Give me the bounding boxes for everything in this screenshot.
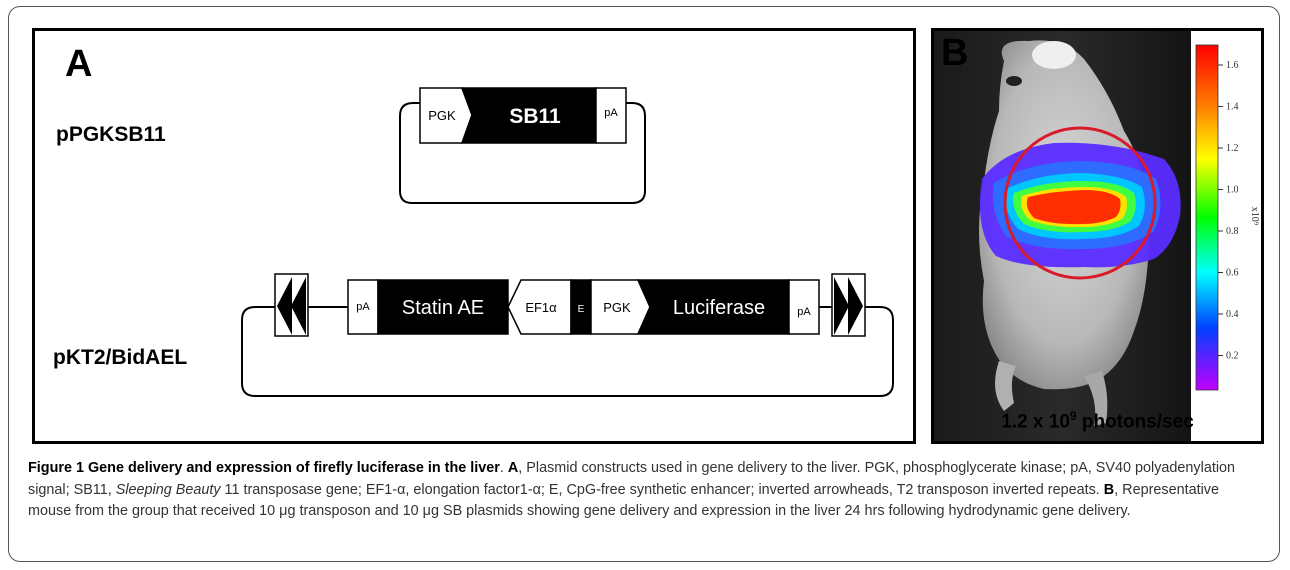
- plasmid-1-backbone: [399, 102, 646, 204]
- mouse-ear: [1032, 41, 1076, 69]
- pgk-label: PGK: [428, 108, 456, 123]
- sb11-gene-block: [460, 87, 597, 144]
- panel-b: B: [931, 28, 1264, 444]
- polya-block: [595, 87, 627, 144]
- left-arrowhead-icon: [277, 277, 292, 335]
- photons-exponent: 9: [1069, 409, 1077, 423]
- enhancer-label: E: [578, 304, 585, 315]
- scale-unit: x10⁹: [1249, 207, 1260, 226]
- caption-a-italic: Sleeping Beauty: [115, 481, 221, 498]
- plasmid-2-name: pKT2/BidAEL: [53, 346, 188, 369]
- statin-ae-label: Statin AE: [402, 297, 484, 319]
- photons-unit: photons/sec: [1076, 411, 1194, 433]
- panel-a: A pPGKSB11 pKT2/BidAEL PGK SB11 pA pA St…: [32, 28, 916, 444]
- scale-tick-label: 0.6: [1226, 268, 1239, 279]
- plasmid-1-name: pPGKSB11: [56, 123, 166, 146]
- left-arrowhead-icon: [291, 277, 306, 335]
- caption-a-letter: A: [507, 460, 519, 476]
- photons-value: 1.2 x 10: [1001, 411, 1070, 433]
- figure-frame: [8, 6, 1280, 562]
- mouse-paw-left: [995, 361, 1016, 411]
- scale-ticks: 1.6 1.4 1.2 1.0 0.8 0.6 0.4 0.2: [1218, 60, 1239, 362]
- figure-caption: Figure 1 Gene delivery and expression of…: [28, 458, 1264, 523]
- scale-tick-label: 0.2: [1226, 351, 1239, 362]
- bioluminescence-image: 1.6 1.4 1.2 1.0 0.8 0.6 0.4 0.2 x10⁹: [934, 31, 1260, 441]
- caption-b-letter: B: [1103, 481, 1115, 498]
- pgk-right-label: PGK: [603, 300, 631, 315]
- caption-title-end: .: [499, 460, 508, 476]
- scale-tick-label: 1.4: [1226, 102, 1239, 113]
- signal-red-core: [1026, 190, 1121, 225]
- ef1a-label: EF1α: [525, 300, 557, 315]
- luciferase-gene-block: [636, 279, 790, 335]
- caption-a-text-2: 11 transposase gene; EF1-α, elongation f…: [220, 481, 1104, 498]
- photons-readout: 1.2 x 109 photons/sec: [934, 409, 1261, 433]
- panel-a-letter: A: [65, 43, 93, 85]
- scale-tick-label: 0.8: [1226, 226, 1239, 237]
- polya-left-label: pA: [356, 301, 370, 313]
- scale-tick-label: 0.4: [1226, 309, 1239, 320]
- scale-tick-label: 1.0: [1226, 185, 1239, 196]
- polya-right-label: pA: [797, 306, 811, 318]
- luciferase-label: Luciferase: [673, 297, 765, 319]
- polya-right-block: [788, 279, 820, 335]
- plasmid-2-backbone: [241, 306, 894, 397]
- sb11-label: SB11: [509, 105, 561, 128]
- right-arrowhead-icon: [834, 277, 849, 335]
- mouse-eye: [1006, 76, 1022, 86]
- scale-tick-label: 1.6: [1226, 60, 1239, 71]
- roi-circle: [1003, 126, 1157, 280]
- mouse-paw-right: [1084, 371, 1108, 426]
- statin-ae-gene-block: [377, 279, 509, 335]
- caption-a-text-1: , Plasmid constructs used in gene delive…: [28, 460, 1236, 498]
- right-arrowhead-icon: [848, 277, 863, 335]
- panel-b-letter: B: [941, 32, 969, 74]
- caption-title: Figure 1 Gene delivery and expression of…: [28, 460, 500, 476]
- polya-label: pA: [604, 107, 618, 119]
- color-scale-bar: [1195, 44, 1219, 391]
- plasmid-diagram: PGK SB11 pA pA Statin AE EF1α E PGK Luci…: [241, 87, 894, 397]
- caption-b-text: , Representative mouse from the group th…: [28, 481, 1219, 520]
- scale-tick-label: 1.2: [1226, 143, 1239, 154]
